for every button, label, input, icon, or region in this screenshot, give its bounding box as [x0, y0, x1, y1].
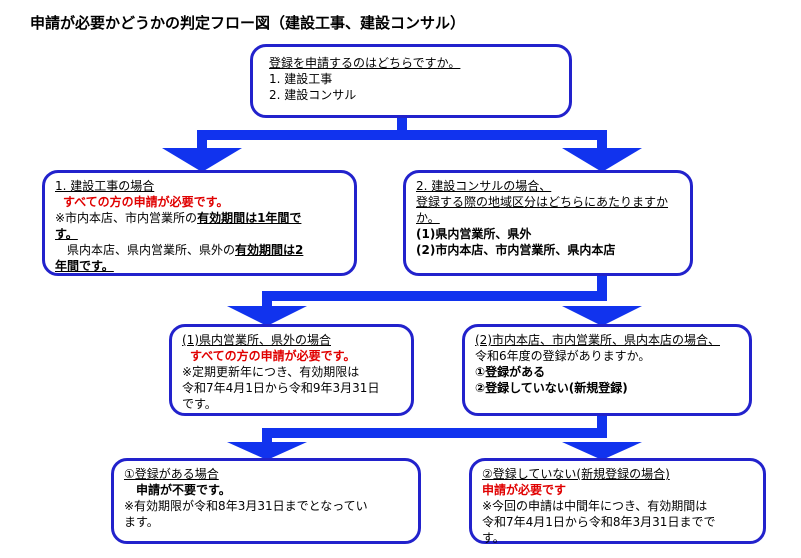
new-registration-line-1: ※今回の申請は中間年につき、有効期間は	[482, 499, 708, 513]
connector-right-1	[597, 130, 607, 148]
region-option-2: (2)市内本店、市内営業所、県内本店	[416, 243, 616, 257]
note-city-period: 有効期間は1年間で	[197, 211, 302, 225]
city-case-box: (2)市内本店、市内営業所、県内本店の場合、 令和6年度の登録がありますか。 ①…	[462, 324, 752, 416]
region-question: 登録する際の地域区分はどちらにあたりますか	[416, 195, 669, 209]
question-box-top: 登録を申請するのはどちらですか。 1. 建設工事 2. 建設コンサル	[250, 44, 572, 118]
connector-left-2	[262, 291, 272, 309]
connector-bar-3	[262, 428, 607, 438]
question-text: 登録を申請するのはどちらですか。	[269, 56, 461, 70]
prefecture-line-1: ※定期更新年につき、有効期限は	[182, 365, 360, 379]
registered-heading: ①登録がある場合	[124, 467, 219, 481]
region-option-1: (1)県内営業所、県外	[416, 227, 532, 241]
arrow-left-1	[162, 148, 242, 172]
not-registered-option: ②登録していない(新規登録)	[475, 381, 628, 395]
new-registration-box: ②登録していない(新規登録の場合) 申請が必要です ※今回の申請は中間年につき、…	[469, 458, 766, 545]
prefecture-required: すべての方の申請が必要です。	[190, 349, 356, 363]
connector-stem-2	[597, 274, 607, 298]
connector-bar-2	[262, 291, 607, 301]
required-text: すべての方の申請が必要です。	[63, 195, 229, 209]
consultant-case-box: 2. 建設コンサルの場合、 登録する際の地域区分はどちらにあたりますか か。 (…	[403, 170, 693, 276]
note-pref-prefix: 県内本店、県内営業所、県外の	[67, 243, 236, 257]
connector-left-1	[197, 130, 207, 148]
option-construction: 1. 建設工事	[269, 72, 333, 86]
construction-heading: 1. 建設工事の場合	[55, 179, 155, 193]
prefecture-line-2: 令和7年4月1日から令和9年3月31日	[182, 381, 380, 395]
arrow-right-2	[562, 306, 642, 326]
note-city-prefix: ※市内本店、市内営業所の	[55, 211, 198, 225]
new-registration-line-3: す。	[482, 531, 505, 545]
note-pref-period: 有効期間は2	[235, 243, 304, 257]
registration-question: 令和6年度の登録がありますか。	[475, 349, 651, 363]
not-required-text: 申請が不要です。	[136, 483, 231, 497]
city-heading: (2)市内本店、市内営業所、県内本店の場合、	[475, 333, 720, 347]
connector-left-3	[262, 428, 272, 446]
connector-stem-1	[397, 116, 407, 136]
arrow-right-1	[562, 148, 642, 172]
connector-stem-3	[597, 414, 607, 434]
note-city-suffix: す。	[55, 227, 78, 241]
region-question-end: か。	[416, 211, 440, 225]
note-pref-suffix: 年間です。	[55, 259, 114, 273]
registered-line-2: ます。	[124, 515, 159, 529]
prefecture-line-3: です。	[182, 397, 217, 411]
page-title: 申請が必要かどうかの判定フロー図（建設工事、建設コンサル）	[30, 14, 466, 32]
new-registration-heading: ②登録していない(新規登録の場合)	[482, 467, 670, 481]
arrow-left-2	[227, 306, 307, 326]
arrow-right-3	[562, 442, 642, 460]
option-consultant: 2. 建設コンサル	[269, 88, 357, 102]
connector-bar-1	[197, 130, 607, 140]
consultant-heading: 2. 建設コンサルの場合、	[416, 179, 552, 193]
prefecture-case-box: (1)県内営業所、県外の場合 すべての方の申請が必要です。 ※定期更新年につき、…	[169, 324, 414, 416]
construction-case-box: 1. 建設工事の場合 すべての方の申請が必要です。 ※市内本店、市内営業所の有効…	[42, 170, 357, 276]
registered-case-box: ①登録がある場合 申請が不要です。 ※有効期限が令和8年3月31日までとなってい…	[111, 458, 421, 544]
prefecture-heading: (1)県内営業所、県外の場合	[182, 333, 331, 347]
registered-option: ①登録がある	[475, 365, 546, 379]
arrow-left-3	[227, 442, 307, 460]
new-registration-required: 申請が必要です	[482, 483, 567, 497]
new-registration-line-2: 令和7年4月1日から令和8年3月31日までで	[482, 515, 716, 529]
registered-line-1: ※有効期限が令和8年3月31日までとなってい	[124, 499, 368, 513]
